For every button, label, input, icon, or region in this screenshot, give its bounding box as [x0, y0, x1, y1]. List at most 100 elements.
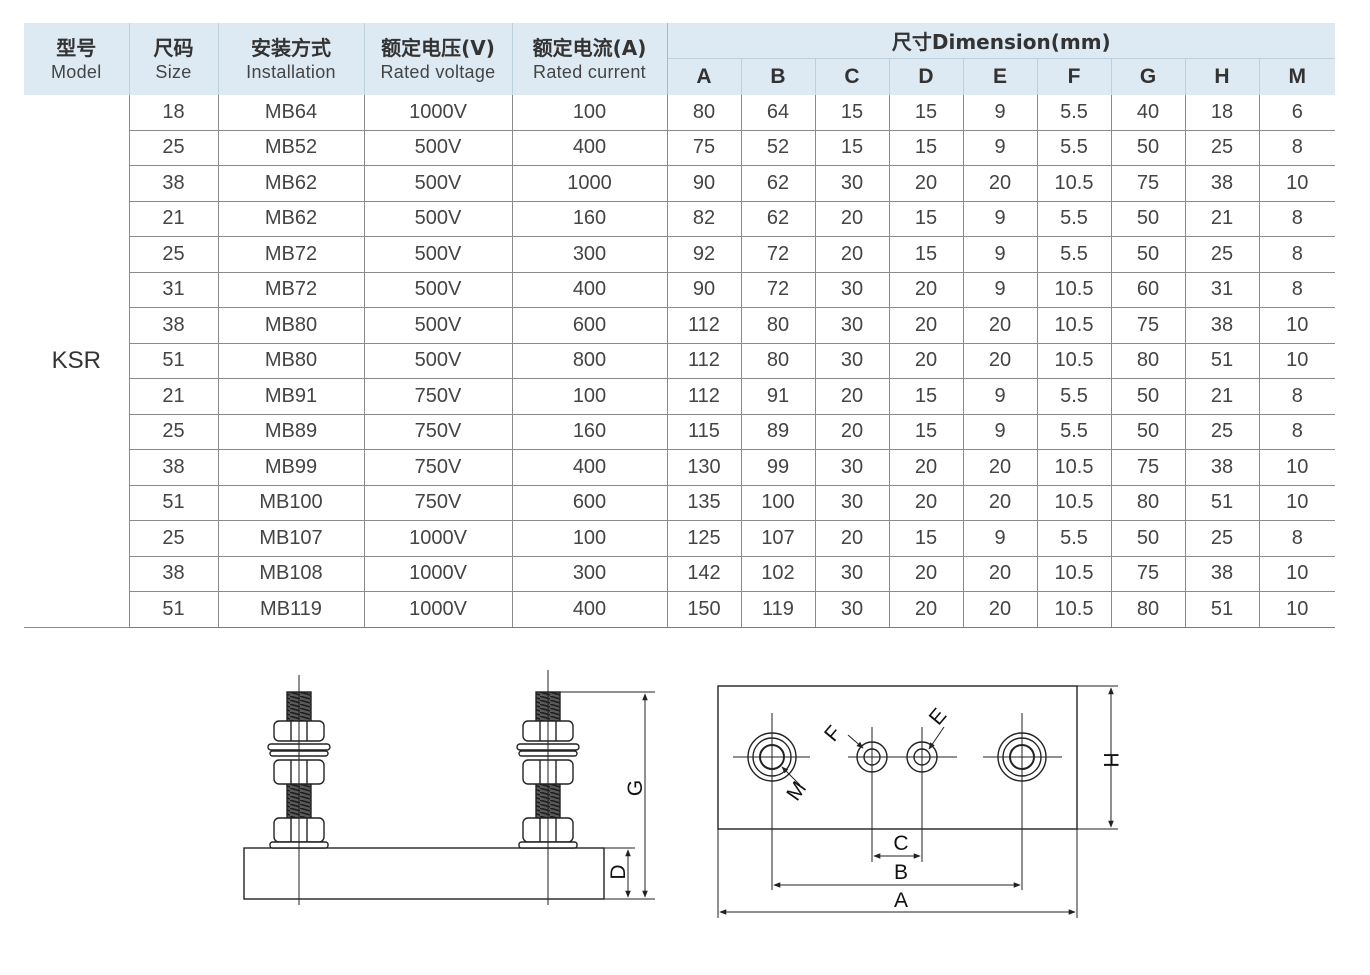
cell-installation: MB108	[217, 556, 364, 592]
cell-dim-f: 10.5	[1036, 343, 1111, 379]
cell-installation: MB64	[217, 95, 364, 131]
cell-size: 25	[128, 520, 218, 557]
cell-dim-d: 15	[888, 130, 963, 166]
label-a: A	[894, 889, 908, 912]
cell-dim-m: 10	[1258, 449, 1336, 486]
cell-dim-a: 125	[666, 520, 741, 557]
spec-table: 型号 Model 尺码 Size 安装方式 Installation 额定电压(…	[24, 23, 1336, 628]
header-size: 尺码 Size	[128, 23, 218, 95]
cell-dim-f: 10.5	[1036, 485, 1111, 521]
cell-dim-g: 50	[1110, 520, 1185, 557]
dim-col-d: D	[888, 58, 963, 95]
cell-size: 38	[128, 449, 218, 486]
cell-dim-b: 72	[740, 236, 815, 273]
cell-dim-b: 89	[740, 414, 815, 450]
cell-voltage: 750V	[363, 378, 512, 415]
cell-dim-g: 50	[1110, 378, 1185, 415]
cell-dim-f: 5.5	[1036, 201, 1111, 237]
cell-voltage: 500V	[363, 165, 512, 202]
cell-current: 300	[511, 556, 667, 592]
cell-installation: MB80	[217, 343, 364, 379]
cell-installation: MB107	[217, 520, 364, 557]
cell-dim-a: 112	[666, 307, 741, 344]
cell-dim-d: 15	[888, 236, 963, 273]
cell-current: 160	[511, 414, 667, 450]
cell-dim-b: 91	[740, 378, 815, 415]
cell-dim-a: 90	[666, 165, 741, 202]
cell-dim-b: 100	[740, 485, 815, 521]
cell-dim-f: 10.5	[1036, 449, 1111, 486]
dim-col-e: E	[962, 58, 1037, 95]
cell-dim-a: 82	[666, 201, 741, 237]
cell-dim-a: 92	[666, 236, 741, 273]
dim-col-g: G	[1110, 58, 1185, 95]
cell-installation: MB99	[217, 449, 364, 486]
header-size-cn: 尺码	[153, 35, 194, 60]
label-g: G	[624, 780, 647, 796]
cell-dim-c: 30	[814, 272, 889, 308]
cell-dim-c: 20	[814, 378, 889, 415]
header-installation-en: Installation	[246, 61, 336, 82]
cell-dim-c: 20	[814, 414, 889, 450]
cell-dim-f: 10.5	[1036, 165, 1111, 202]
cell-installation: MB62	[217, 201, 364, 237]
cell-dim-h: 18	[1184, 95, 1259, 131]
cell-dim-f: 10.5	[1036, 272, 1111, 308]
cell-dim-b: 119	[740, 591, 815, 628]
cell-dim-c: 30	[814, 165, 889, 202]
cell-dim-d: 15	[888, 378, 963, 415]
label-h: H	[1099, 752, 1122, 767]
cell-dim-e: 9	[962, 520, 1037, 557]
cell-dim-h: 38	[1184, 556, 1259, 592]
cell-dim-g: 80	[1110, 485, 1185, 521]
cell-current: 800	[511, 343, 667, 379]
cell-dim-g: 50	[1110, 201, 1185, 237]
cell-dim-e: 20	[962, 343, 1037, 379]
dim-col-m: M	[1258, 58, 1336, 95]
cell-dim-e: 20	[962, 485, 1037, 521]
cell-voltage: 1000V	[363, 556, 512, 592]
cell-voltage: 750V	[363, 449, 512, 486]
cell-dim-d: 20	[888, 165, 963, 202]
header-current-en: Rated current	[533, 61, 646, 82]
cell-dim-d: 20	[888, 449, 963, 486]
cell-dim-c: 30	[814, 556, 889, 592]
cell-dim-g: 80	[1110, 343, 1185, 379]
cell-dim-f: 5.5	[1036, 378, 1111, 415]
cell-dim-h: 25	[1184, 414, 1259, 450]
header-size-en: Size	[155, 61, 192, 82]
cell-dim-e: 9	[962, 272, 1037, 308]
cell-dim-d: 20	[888, 272, 963, 308]
header-current: 额定电流(A) Rated current	[511, 23, 667, 95]
header-installation-cn: 安装方式	[251, 35, 331, 60]
base-bar	[243, 847, 605, 900]
cell-current: 400	[511, 130, 667, 166]
cell-dim-d: 15	[888, 520, 963, 557]
cell-installation: MB119	[217, 591, 364, 628]
cell-current: 400	[511, 272, 667, 308]
cell-dim-h: 25	[1184, 236, 1259, 273]
cell-dim-e: 20	[962, 307, 1037, 344]
cell-dim-e: 9	[962, 414, 1037, 450]
cell-size: 25	[128, 130, 218, 166]
cell-current: 100	[511, 520, 667, 557]
cell-current: 400	[511, 449, 667, 486]
cell-dim-e: 20	[962, 449, 1037, 486]
cell-dim-g: 40	[1110, 95, 1185, 131]
cell-dim-d: 15	[888, 201, 963, 237]
cell-dim-h: 25	[1184, 130, 1259, 166]
cell-dim-m: 10	[1258, 591, 1336, 628]
cell-dim-c: 20	[814, 201, 889, 237]
cell-installation: MB80	[217, 307, 364, 344]
cell-dim-d: 20	[888, 556, 963, 592]
cell-current: 160	[511, 201, 667, 237]
cell-dim-c: 20	[814, 520, 889, 557]
cell-dim-h: 31	[1184, 272, 1259, 308]
cell-dim-e: 20	[962, 591, 1037, 628]
cell-dim-e: 20	[962, 556, 1037, 592]
cell-dim-d: 15	[888, 95, 963, 131]
